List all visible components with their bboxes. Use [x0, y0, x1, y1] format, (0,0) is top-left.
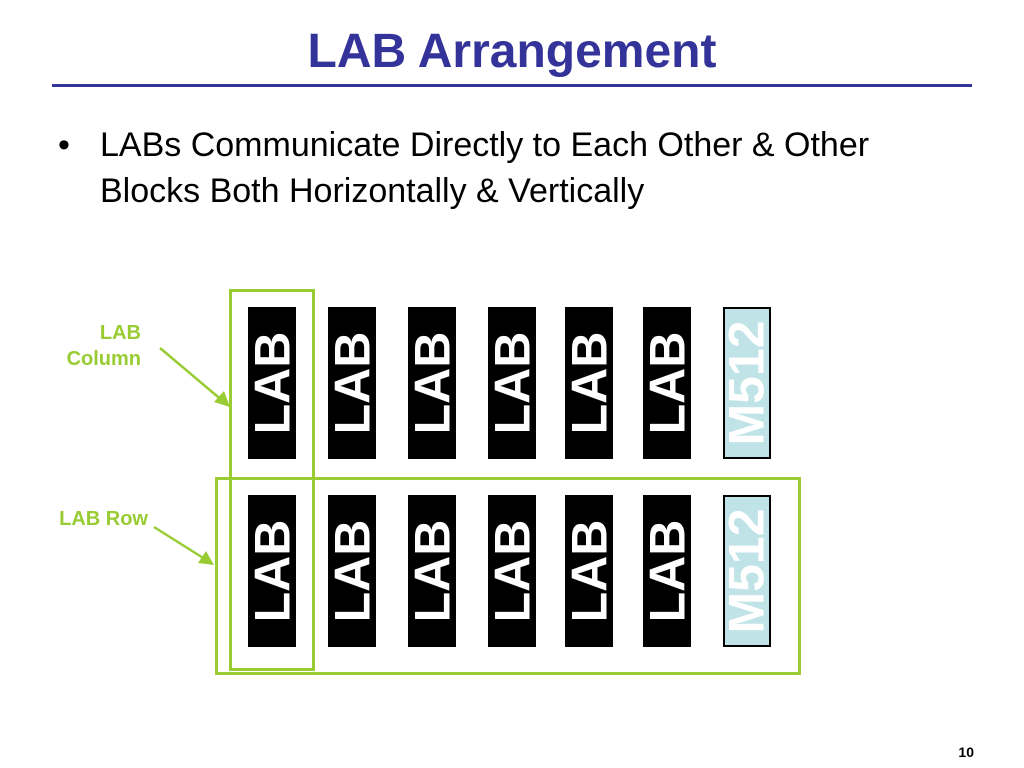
lab-block: LAB [565, 307, 613, 459]
bullet-text: LABs Communicate Directly to Each Other … [100, 126, 870, 210]
page-number: 10 [958, 744, 974, 760]
lab-block: LAB [488, 307, 536, 459]
lab-block: LAB [248, 307, 296, 459]
bullet-item: • LABs Communicate Directly to Each Othe… [58, 122, 958, 214]
column-arrow [159, 347, 230, 407]
row-arrow [153, 525, 214, 565]
lab-block: LAB [488, 495, 536, 647]
lab-block: LAB [248, 495, 296, 647]
lab-row-highlight [215, 477, 801, 675]
lab-block: LAB [328, 307, 376, 459]
slide-title: LAB Arrangement [307, 25, 717, 78]
lab-block: LAB [643, 307, 691, 459]
lab-block: LAB [408, 495, 456, 647]
lab-column-highlight [229, 289, 315, 671]
lab-block: LAB [565, 495, 613, 647]
title-underline [52, 84, 972, 87]
lab-column-label: LAB Column [66, 322, 141, 370]
bullet-list: • LABs Communicate Directly to Each Othe… [58, 122, 958, 214]
lab-block: LAB [328, 495, 376, 647]
m512-block: M512 [723, 307, 771, 459]
lab-block: LAB [643, 495, 691, 647]
m512-block: M512 [723, 495, 771, 647]
bullet-marker: • [58, 126, 70, 164]
lab-block: LAB [408, 307, 456, 459]
lab-row-label: LAB Row [59, 508, 148, 530]
